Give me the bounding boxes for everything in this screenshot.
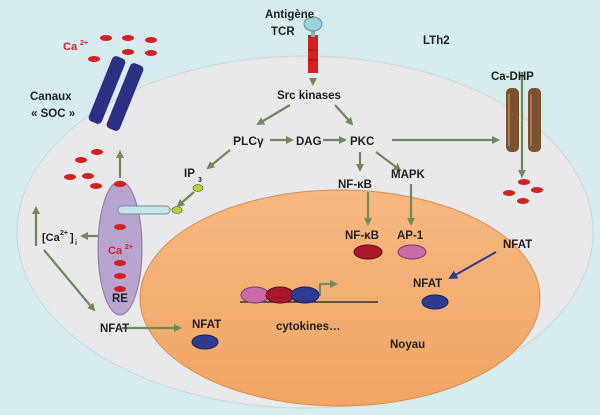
ip3-bound [171,206,183,214]
soc-label: « SOC » [31,108,75,120]
nfat-factor-nucleus-bottom [191,334,219,350]
noyau-label: Noyau [390,339,425,351]
calcium-ions-dhp [503,179,543,204]
lth2-label: LTh2 [423,35,450,47]
nfat-label-right: NFAT [503,239,532,251]
ap1-factor [397,244,427,260]
cai-sup: 2+ [60,230,68,237]
ip3-subscript: 3 [198,177,202,184]
tcr-receptor [303,16,323,73]
nfat-import-arrow [448,251,497,279]
dag-label: DAG [296,136,322,148]
src-kinases-label: Src kinases [277,90,341,102]
nfat-label-nucleus: NFAT [413,278,442,290]
cadhp-label: Ca-DHP [491,71,534,83]
nucleus [139,189,541,407]
nfat-label-bottom: NFAT [192,319,221,331]
ip3-label: IP [184,168,195,180]
tcr-label: TCR [271,26,295,38]
calcium-label-outside-sup: 2+ [80,40,88,47]
re-label: RE [112,293,128,305]
nfat-label-left: NFAT [100,323,129,335]
canaux-label: Canaux [30,91,72,103]
antigen-label: Antigène [265,9,314,21]
soc-channel [88,56,144,131]
calcium-label-er-sup: 2+ [125,244,133,251]
plc-label: PLCγ [233,134,264,148]
cai-close: ] [70,232,74,244]
calcium-label-outside: Ca [63,41,78,53]
dna-promoter [240,280,378,304]
pathway-arrows [32,72,526,332]
ca-dhp-channel [506,88,541,152]
cai-sub: i [75,240,77,247]
nfkb-label-cytosol: NF-κB [338,179,372,191]
ap1-label: AP-1 [397,230,424,242]
nfat-factor-nucleus [421,294,449,310]
nfkb-factor [353,244,383,260]
ip3-receptor [117,205,171,215]
cytokines-label: cytokines… [276,321,341,333]
cai-label: [Ca [42,232,61,244]
nfkb-label-nucleus: NF-κB [345,230,379,242]
calcium-label-er: Ca [108,245,123,257]
ip3-molecule [192,184,204,192]
calcium-ions-cytosol [64,149,103,189]
mapk-label: MAPK [391,169,426,181]
pkc-label: PKC [350,136,374,148]
calcium-ions-outside [88,35,157,62]
